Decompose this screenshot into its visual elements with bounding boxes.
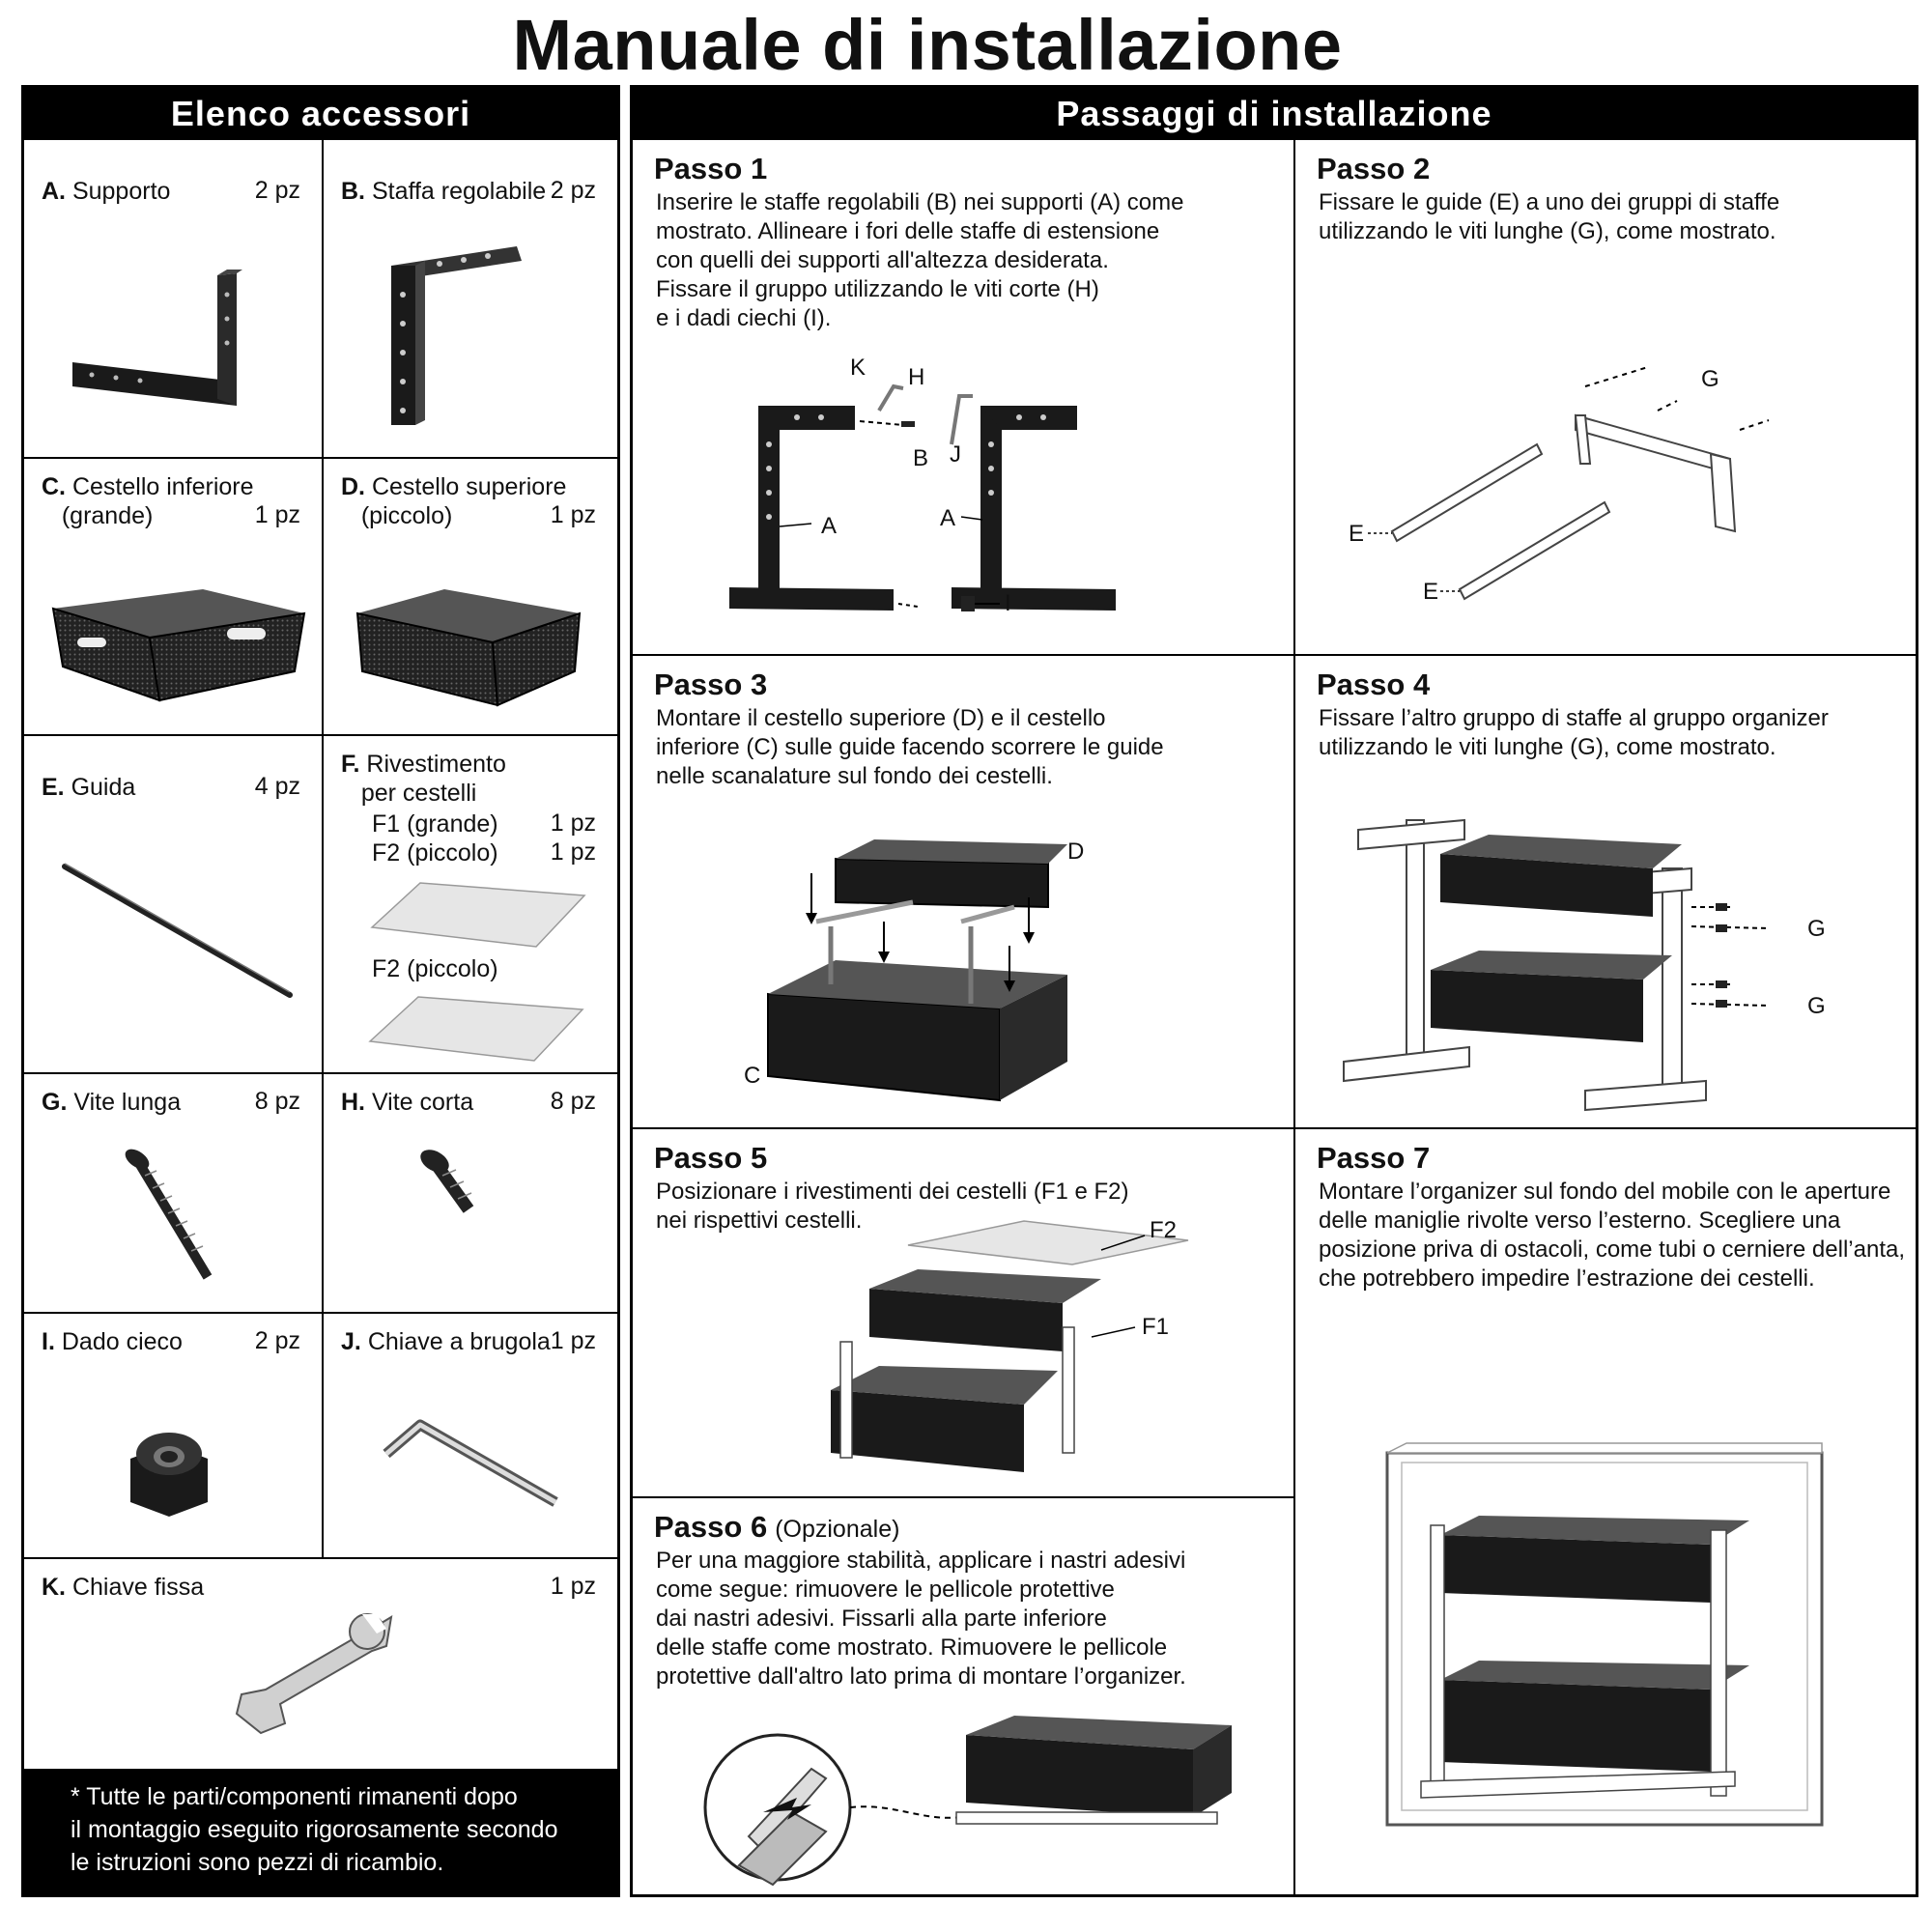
- wrench-icon: [235, 1613, 393, 1735]
- accessory-j: J. Chiave a brugola 1 pz: [324, 1314, 617, 1559]
- footnote: * Tutte le parti/componenti rimanenti do…: [24, 1769, 617, 1894]
- accessory-i: I. Dado cieco 2 pz: [24, 1314, 324, 1559]
- step-5-illustration: F2 F1: [831, 1217, 1189, 1472]
- step-3-illustration: D C: [744, 838, 1084, 1102]
- step-text: Posizionare i rivestimenti dei cestelli …: [656, 1179, 1129, 1234]
- step-text: Per una maggiore stabilità, applicare i …: [656, 1548, 1186, 1690]
- accessory-c: C. Cestello inferiore (grande) 1 pz: [24, 459, 324, 736]
- accessory-g: G. Vite lunga 8 pz: [24, 1074, 324, 1314]
- svg-text:K: K: [850, 357, 866, 381]
- step-6-illustration: [703, 1716, 1232, 1887]
- svg-text:C: C: [744, 1063, 760, 1089]
- rail-icon: [62, 863, 293, 998]
- step-2-illustration: G E E: [1349, 366, 1770, 605]
- svg-text:F2: F2: [1150, 1217, 1177, 1243]
- svg-text:B: B: [913, 445, 928, 471]
- svg-text:A: A: [821, 513, 837, 539]
- accessory-d: D. Cestello superiore (piccolo) 1 pz: [324, 459, 617, 736]
- svg-text:A: A: [940, 505, 955, 531]
- step-text: Inserire le staffe regolabili (B) nei su…: [656, 189, 1184, 331]
- svg-text:F1: F1: [1142, 1314, 1169, 1340]
- svg-text:G: G: [1807, 916, 1826, 942]
- adjustable-bracket-icon: [391, 246, 522, 425]
- step-title: Passo 6(Opzionale): [654, 1510, 900, 1544]
- step-text: Montare l’organizer sul fondo del mobile…: [1319, 1179, 1905, 1292]
- svg-text:G: G: [1807, 993, 1826, 1019]
- step-3: Passo 3 Montare il cestello superiore (D…: [633, 656, 1295, 1129]
- liner-icon: [370, 882, 586, 948]
- svg-text:E: E: [1349, 521, 1364, 547]
- svg-text:D: D: [1067, 838, 1084, 865]
- accessory-e: E. Guida 4 pz: [24, 736, 324, 1074]
- step-text: Fissare l’altro gruppo di staffe al grup…: [1319, 705, 1829, 760]
- accessory-b: B. Staffa regolabile 2 pz: [324, 140, 617, 459]
- step-7-illustration: [1385, 1442, 1824, 1827]
- cap-nut-icon: [130, 1433, 208, 1517]
- accessory-h: H. Vite corta 8 pz: [324, 1074, 617, 1314]
- step-1: Passo 1 Inserire le staffe regolabili (B…: [633, 140, 1295, 656]
- step-4: Passo 4 Fissare l’altro gruppo di staffe…: [1295, 656, 1916, 1129]
- long-screw-icon: [125, 1149, 213, 1280]
- accessory-f: F. Rivestimento per cestelli F1 (grande)…: [324, 736, 617, 1074]
- steps-panel: Passaggi di installazione Passo 1 Inseri…: [630, 85, 1918, 1897]
- steps-header: Passaggi di installazione: [633, 88, 1916, 140]
- svg-text:I: I: [1005, 590, 1011, 616]
- short-screw-icon: [420, 1150, 474, 1213]
- step-4-illustration: G G: [1343, 818, 1826, 1112]
- step-title: Passo 2: [1317, 152, 1431, 185]
- liner-icon: [368, 996, 584, 1062]
- step-text: Fissare le guide (E) a uno dei gruppi di…: [1319, 189, 1780, 244]
- large-basket-icon: [51, 589, 306, 702]
- step-text: Montare il cestello superiore (D) e il c…: [656, 705, 1164, 789]
- step-title: Passo 3: [654, 668, 768, 701]
- step-title: Passo 5: [654, 1141, 768, 1175]
- step-5: Passo 5 Posizionare i rivestimenti dei c…: [633, 1129, 1295, 1498]
- svg-text:H: H: [908, 364, 924, 390]
- allen-key-icon: [383, 1419, 558, 1507]
- page-title: Manuale di installazione: [512, 5, 1343, 85]
- step-7: Passo 7 Montare l’organizer sul fondo de…: [1295, 1129, 1916, 1894]
- step-6: Passo 6(Opzionale) Per una maggiore stab…: [633, 1498, 1295, 1894]
- step-title: Passo 4: [1317, 668, 1431, 701]
- accessories-header: Elenco accessori: [24, 88, 617, 140]
- l-bracket-icon: [72, 270, 242, 406]
- accessory-k: K. Chiave fissa 1 pz: [24, 1559, 617, 1772]
- accessory-a: A. Supporto 2 pz: [24, 140, 324, 459]
- accessories-panel: Elenco accessori A. Supporto 2 pz B. Sta…: [21, 85, 620, 1897]
- svg-text:G: G: [1701, 366, 1719, 392]
- svg-text:E: E: [1423, 579, 1438, 605]
- step-1-illustration: K H B J A A I: [729, 357, 1116, 616]
- step-title: Passo 1: [654, 152, 768, 185]
- small-basket-icon: [355, 589, 582, 707]
- svg-text:J: J: [950, 441, 961, 468]
- step-title: Passo 7: [1317, 1141, 1431, 1175]
- step-2: Passo 2 Fissare le guide (E) a uno dei g…: [1295, 140, 1916, 656]
